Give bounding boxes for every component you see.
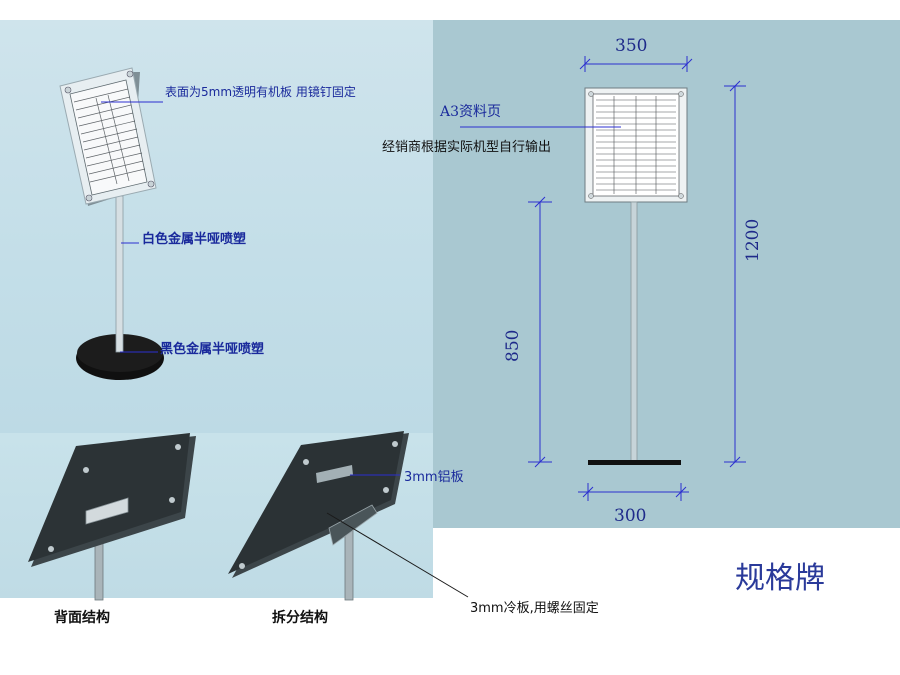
dim-board-height-value: 850 — [503, 329, 523, 362]
label-aluminum-plate: 3mm铝板 — [404, 470, 464, 485]
label-acrylic-surface: 表面为5mm透明有机板 用镜钉固定 — [165, 85, 356, 99]
elevation-pole — [630, 201, 638, 463]
label-pole-finish: 白色金属半哑喷塑 — [142, 232, 247, 247]
paper-text-lines — [73, 88, 146, 185]
white-pole — [115, 195, 124, 353]
exploded-slot — [316, 465, 353, 483]
exploded-screws — [239, 441, 398, 569]
dim-base-value: 300 — [614, 506, 647, 526]
exploded-view-drawing — [228, 431, 469, 601]
label-dealer-note: 经销商根据实际机型自行输出 — [382, 140, 552, 155]
dim-width-value: 350 — [615, 36, 648, 56]
elevation-nails — [588, 91, 684, 199]
leader-cold-plate — [326, 512, 469, 598]
cold-plate-bracket — [328, 504, 378, 546]
caption-exploded-view: 拆分结构 — [272, 610, 328, 626]
perspective-sign-stand — [59, 67, 164, 380]
elevation-paper-lines — [596, 96, 676, 194]
elevation-drawing — [460, 56, 746, 501]
back-board — [28, 433, 190, 562]
exploded-board — [228, 431, 404, 574]
dim-total-height-value: 1200 — [743, 218, 763, 262]
page-title: 规格牌 — [735, 561, 825, 596]
back-view-drawing — [28, 433, 196, 601]
label-cold-plate: 3mm冷板,用螺丝固定 — [470, 601, 599, 616]
black-base-top — [77, 334, 163, 372]
mirror-nails — [64, 70, 155, 202]
caption-back-view: 背面结构 — [54, 610, 110, 626]
back-screws — [48, 444, 181, 552]
a3-paper — [69, 79, 148, 196]
label-base-finish: 黑色金属半哑喷塑 — [160, 342, 265, 357]
elevation-base — [588, 460, 681, 465]
label-a3-page: A3资料页 — [440, 104, 502, 120]
back-bracket — [85, 497, 129, 525]
